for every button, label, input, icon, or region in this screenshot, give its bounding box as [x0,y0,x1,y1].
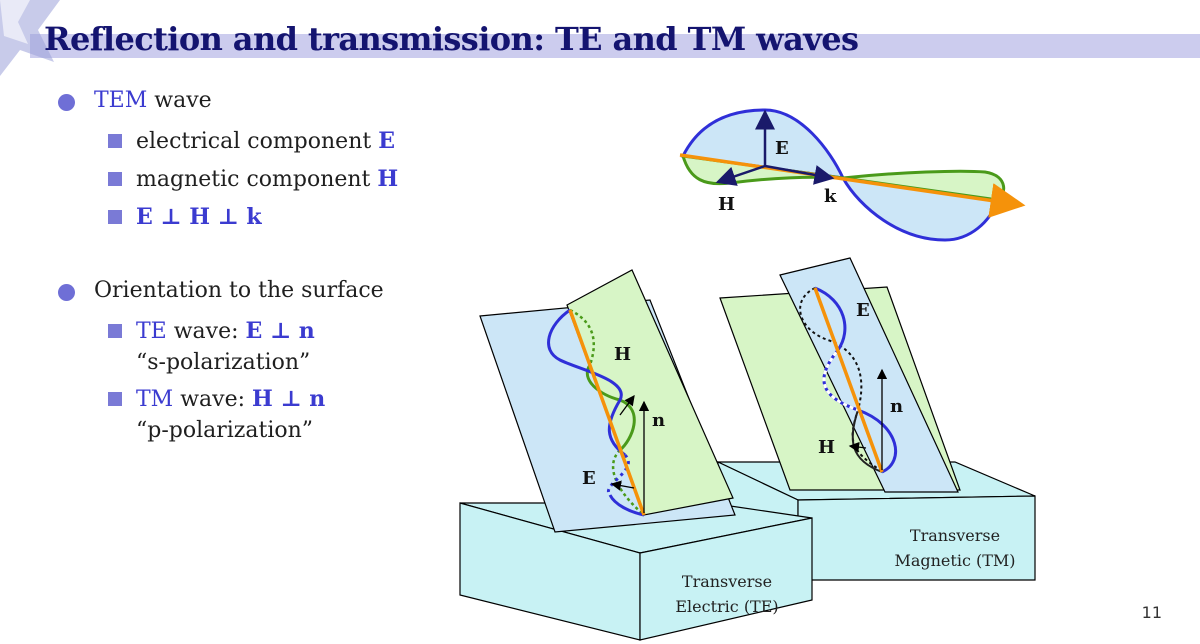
te-e-wave-end [608,494,645,517]
te-caption-line1: Transverse [682,572,772,591]
tem-k-vector [764,164,835,185]
te-h-wave-dotted [569,308,595,366]
page-title: Reflection and transmission: TE and TM w… [44,20,859,58]
te-block: H n E Transverse Electric (TE) [459,269,813,641]
bullet-tem: TEM wave [58,88,478,126]
subbullet-orthogonality: E ⊥ H ⊥ k [58,202,478,240]
tem-label: TEM [94,88,148,113]
tem-wave: E H k [679,108,1026,242]
bullet-dot-icon [58,94,75,111]
tem-h-vector [715,164,766,186]
tm-e-wave-dotted-2 [822,349,859,412]
tm-h-arrow [848,441,867,453]
subbullet-magnetic: magnetic component H [58,164,478,202]
tem-e-label: E [775,138,789,159]
tem-rest: wave [147,88,212,113]
square-bullet-icon [108,324,122,338]
te-n-label: n [652,410,665,431]
square-bullet-icon [108,134,122,148]
te-e-label: E [582,468,596,489]
tem-k-label: k [824,186,837,207]
tm-n-label: n [890,396,903,417]
square-bullet-icon [108,172,122,186]
square-bullet-icon [108,210,122,224]
tm-h-label: H [818,437,835,458]
te-caption-line2: Electric (TE) [675,597,778,616]
bullet-orientation: Orientation to the surface [58,278,478,316]
te-h-label: H [614,344,631,365]
subbullet-electrical: electrical component E [58,126,478,164]
tem-k-axis [679,153,1026,218]
tm-caption-line1: Transverse [910,526,1000,545]
title-bar [0,0,1200,76]
page-number: 11 [1141,603,1162,622]
subbullet-te: TE wave: E ⊥ n“s-polarization” [58,316,478,384]
te-e-arrow [610,480,635,491]
tm-caption-line2: Magnetic (TM) [894,551,1015,570]
tem-h-label: H [718,194,735,215]
square-bullet-icon [108,392,122,406]
te-e-wave [547,308,626,457]
te-block-side [639,517,813,641]
te-propagation-axis [568,309,646,516]
subbullet-tm: TM wave: H ⊥ n“p-polarization” [58,384,478,452]
title-band [30,34,1200,58]
bullet-list: TEM wave electrical component E magnetic… [58,88,478,452]
te-h-arrow [619,394,635,416]
tm-e-label: E [856,300,870,321]
bullet-dot-icon [58,284,75,301]
tm-propagation-axis [813,287,884,473]
corner-decoration-icon [0,0,60,76]
